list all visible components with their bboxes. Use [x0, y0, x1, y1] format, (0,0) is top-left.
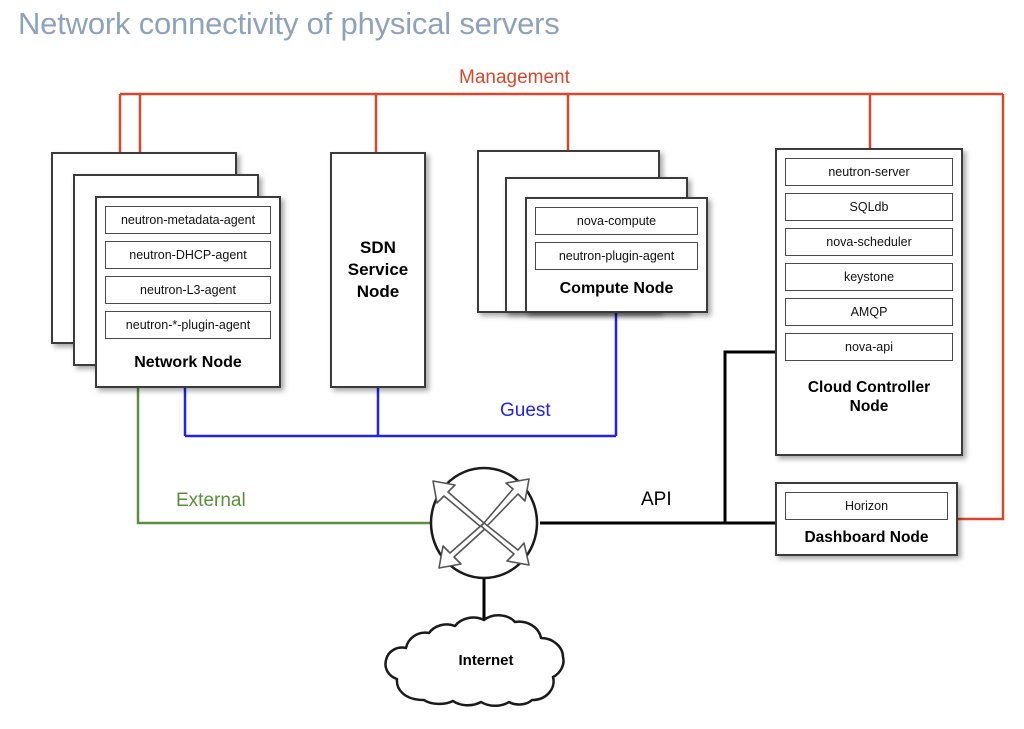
cloud-controller-node[interactable]: neutron-server SQLdb nova-scheduler keys…: [775, 148, 963, 456]
management-network-label: Management: [455, 67, 574, 89]
cloud-controller-label-line-1: Cloud Controller: [807, 379, 931, 396]
service-nova-compute: nova-compute: [535, 207, 698, 235]
guest-network-label: Guest: [496, 400, 555, 422]
sdn-label-line-2: Service: [347, 260, 409, 279]
dashboard-node-services: Horizon: [785, 492, 948, 527]
service-neutron-plugin-agent: neutron-*-plugin-agent: [105, 311, 271, 339]
compute-node-services: nova-compute neutron-plugin-agent: [535, 207, 698, 277]
router-icon[interactable]: [429, 466, 539, 580]
sdn-service-node-label: SDN Service Node: [332, 237, 424, 303]
service-neutron-l3-agent: neutron-L3-agent: [105, 276, 271, 304]
service-keystone: keystone: [785, 263, 953, 291]
cloud-controller-node-label: Cloud Controller Node: [777, 378, 961, 416]
service-neutron-server: neutron-server: [785, 158, 953, 186]
external-network-lines: [136, 388, 443, 525]
service-amqp: AMQP: [785, 298, 953, 326]
network-node[interactable]: neutron-metadata-agent neutron-DHCP-agen…: [95, 196, 281, 388]
cloud-controller-node-services: neutron-server SQLdb nova-scheduler keys…: [785, 158, 953, 368]
service-neutron-metadata-agent: neutron-metadata-agent: [105, 206, 271, 234]
guest-network-lines: [183, 313, 618, 438]
internet-label: Internet: [458, 652, 514, 669]
network-node-services: neutron-metadata-agent neutron-DHCP-agen…: [105, 206, 271, 346]
cloud-controller-label-line-2: Node: [849, 398, 889, 415]
internet-cloud-icon: [384, 614, 565, 707]
service-nova-scheduler: nova-scheduler: [785, 228, 953, 256]
service-nova-api: nova-api: [785, 333, 953, 361]
service-neutron-dhcp-agent: neutron-DHCP-agent: [105, 241, 271, 269]
external-network-label: External: [172, 490, 250, 512]
api-network-lines: [540, 350, 790, 525]
service-neutron-plugin-agent-compute: neutron-plugin-agent: [535, 242, 698, 270]
management-network-lines: [118, 92, 1005, 521]
page-title: Network connectivity of physical servers: [18, 6, 560, 41]
dashboard-node-label: Dashboard Node: [804, 529, 929, 546]
dashboard-node[interactable]: Horizon Dashboard Node: [775, 482, 958, 556]
api-network-label: API: [637, 489, 676, 511]
compute-node[interactable]: nova-compute neutron-plugin-agent Comput…: [525, 197, 708, 313]
sdn-label-line-3: Node: [356, 282, 400, 301]
sdn-label-line-1: SDN: [360, 238, 396, 257]
network-node-label: Network Node: [134, 354, 242, 371]
sdn-service-node[interactable]: SDN Service Node: [330, 152, 426, 388]
service-horizon: Horizon: [785, 492, 948, 520]
compute-node-label: Compute Node: [559, 280, 674, 297]
service-sqldb: SQLdb: [785, 193, 953, 221]
